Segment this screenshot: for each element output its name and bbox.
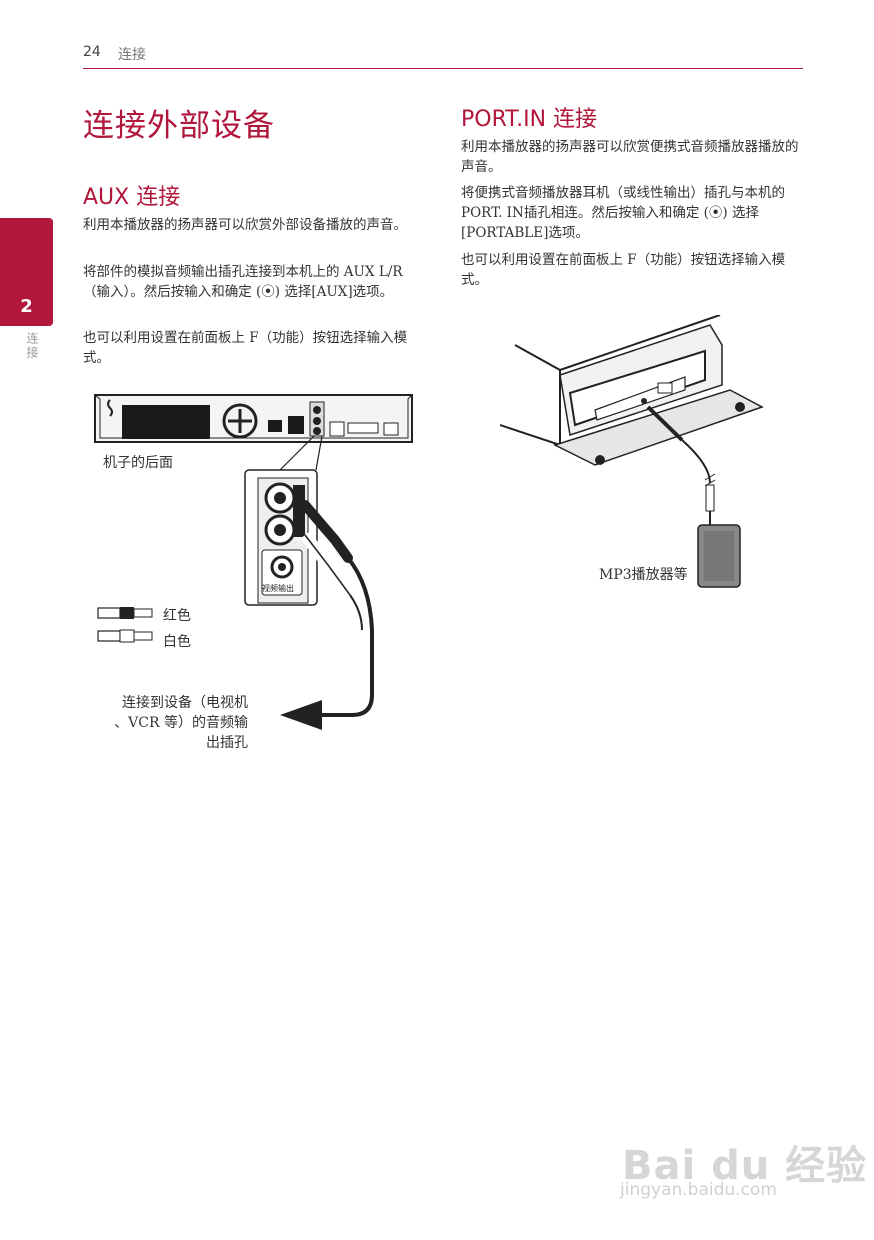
unit-rear-panel: [94, 394, 413, 443]
white-label: 白色: [163, 634, 191, 650]
mp3-player-icon: [697, 524, 741, 588]
aux-connection-diagram: 视频输出: [94, 394, 413, 730]
audio-cable: [646, 405, 716, 525]
aux-paragraph-3: 也可以利用设置在前面板上 F（功能）按钮选择输入模式。: [83, 330, 408, 366]
port-paragraph-3: 也可以利用设置在前面板上 F（功能）按钮选择输入模式。: [461, 252, 786, 288]
aux-paragraph-2: 将部件的模拟音频输出插孔连接到本机上的 AUX L/R（输入）。然后按输入和确定…: [83, 264, 403, 300]
watermark-url: jingyan.baidu.com: [620, 1180, 777, 1200]
port-in-connection-diagram: [500, 315, 764, 588]
header-rule: [83, 68, 803, 69]
watermark-logo: Bai du 经验: [622, 1143, 868, 1189]
chapter-tab: [0, 218, 53, 326]
mp3-label: MP3播放器等: [599, 567, 688, 583]
white-plug-icon: [97, 629, 153, 643]
port-paragraph-1: 利用本播放器的扬声器可以欣赏便携式音频播放器播放的声音。: [461, 139, 799, 175]
page-number: 24: [83, 44, 101, 60]
port-paragraph-2: 将便携式音频播放器耳机（或线性输出）插孔与本机的PORT. IN插孔相连。然后按…: [461, 185, 785, 241]
chapter-tab-label: 连接: [25, 332, 39, 360]
rca-cable: [280, 500, 374, 730]
unit-front-panel: [500, 315, 764, 466]
device-label: 连接到设备（电视机 、VCR 等）的音频输 出插孔: [114, 695, 248, 751]
aux-paragraph-1: 利用本播放器的扬声器可以欣赏外部设备播放的声音。: [83, 217, 407, 233]
header-section-label: 连接: [118, 47, 146, 63]
aux-heading: AUX 连接: [83, 185, 181, 210]
jack-label: 视频输出: [262, 583, 294, 593]
aux-jack-closeup: [244, 469, 318, 606]
chapter-tab-number: 2: [20, 296, 33, 317]
red-plug-icon: [97, 607, 153, 619]
port-in-heading: PORT.IN 连接: [461, 107, 598, 132]
page-title: 连接外部设备: [83, 108, 275, 144]
red-label: 红色: [163, 608, 191, 624]
rear-label: 机子的后面: [103, 455, 173, 471]
